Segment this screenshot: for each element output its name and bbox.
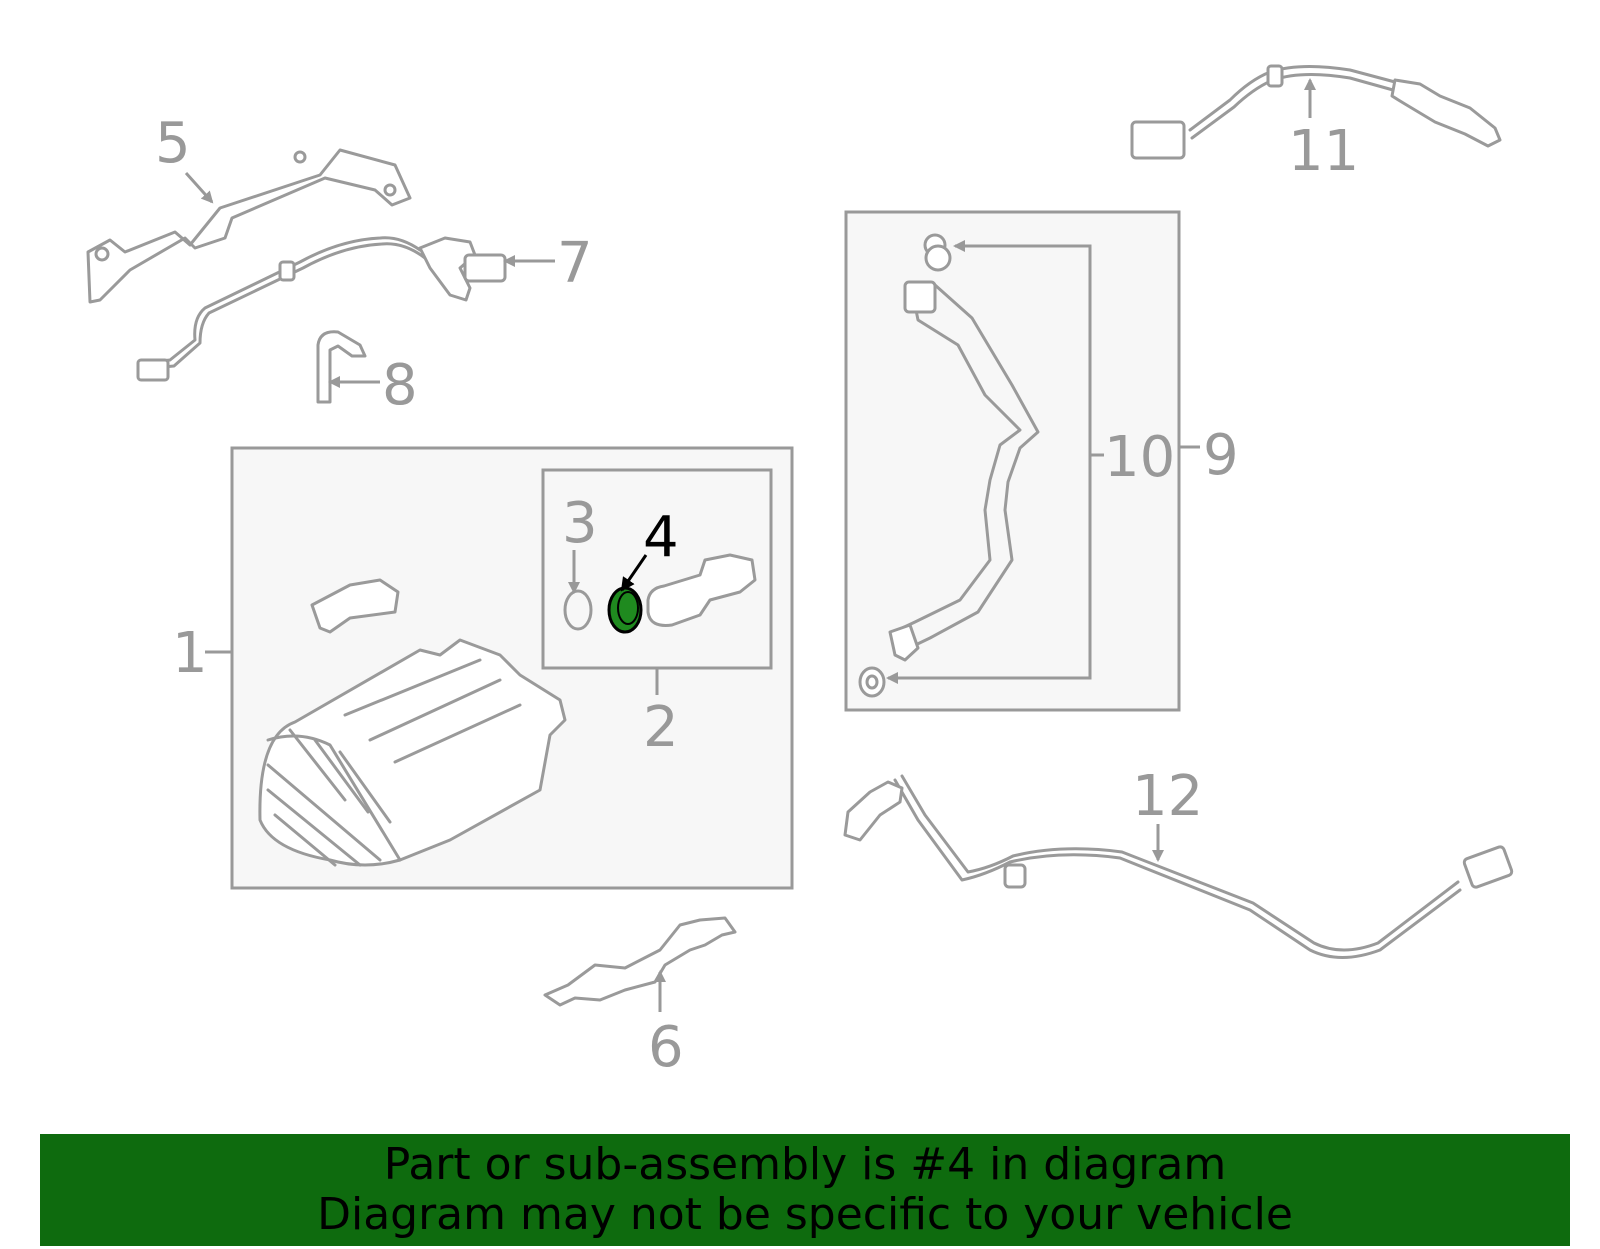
callout-4: 4 [643, 505, 679, 570]
callout-12: 12 [1132, 764, 1203, 829]
part-7-purge-valve [136, 236, 507, 382]
part-4-seal-highlighted [607, 586, 643, 634]
callout-9: 9 [1203, 423, 1239, 488]
callout-3: 3 [562, 491, 598, 556]
part-2-valve [646, 553, 757, 627]
part-8-elbow-hose [316, 330, 367, 404]
callout-1: 1 [172, 621, 208, 686]
callout-11: 11 [1288, 119, 1359, 184]
part-10-vapor-hose [888, 280, 1040, 662]
banner-line-part-number: Part or sub-assembly is #4 in diagram [383, 1139, 1227, 1190]
info-banner: Part or sub-assembly is #4 in diagram Di… [40, 1134, 1570, 1246]
banner-line-disclaimer: Diagram may not be specific to your vehi… [317, 1189, 1293, 1240]
callout-2: 2 [643, 695, 679, 760]
callout-10: 10 [1104, 425, 1175, 490]
leader-5 [184, 171, 214, 204]
leader-4 [620, 554, 648, 592]
part-9-connector-top [923, 233, 952, 272]
part-5-bracket [86, 148, 412, 304]
callout-6: 6 [648, 1015, 684, 1080]
callout-7: 7 [557, 231, 593, 296]
callout-5: 5 [155, 111, 191, 176]
part-11-oxygen-sensor [1130, 64, 1502, 160]
callout-8: 8 [382, 353, 418, 418]
part-1-vapor-canister [258, 578, 567, 867]
part-12-oxygen-sensor [843, 774, 1514, 959]
part-6-bracket [543, 916, 737, 1007]
part-9-connector-bottom [858, 666, 886, 698]
